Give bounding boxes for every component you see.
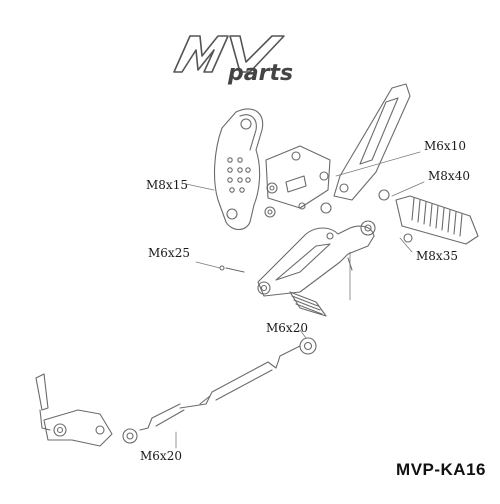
label-m6x10: M6x10 bbox=[424, 139, 466, 153]
lever-arm bbox=[257, 220, 376, 297]
label-m8x40: M8x40 bbox=[428, 169, 470, 183]
center-mount bbox=[264, 145, 332, 218]
label-m8x35: M8x35 bbox=[416, 249, 458, 263]
heel-guard bbox=[333, 83, 411, 201]
shift-linkage bbox=[35, 373, 113, 447]
label-m6x25: M6x25 bbox=[148, 246, 190, 260]
shift-rod bbox=[122, 337, 317, 444]
logo-wordmark: parts bbox=[227, 61, 293, 86]
label-m6x20-lower: M6x20 bbox=[140, 449, 182, 463]
main-bracket-plate bbox=[214, 108, 264, 231]
foot-peg bbox=[378, 189, 479, 245]
label-m6x20-upper: M6x20 bbox=[266, 321, 308, 335]
leader-lines bbox=[175, 151, 425, 449]
spring bbox=[289, 291, 327, 317]
mv-parts-logo: parts bbox=[173, 35, 293, 86]
model-code: MVP-KA16 bbox=[396, 460, 486, 479]
small-bolt bbox=[219, 265, 245, 273]
label-m8x15: M8x15 bbox=[146, 178, 188, 192]
brand-logo: parts bbox=[168, 28, 338, 88]
